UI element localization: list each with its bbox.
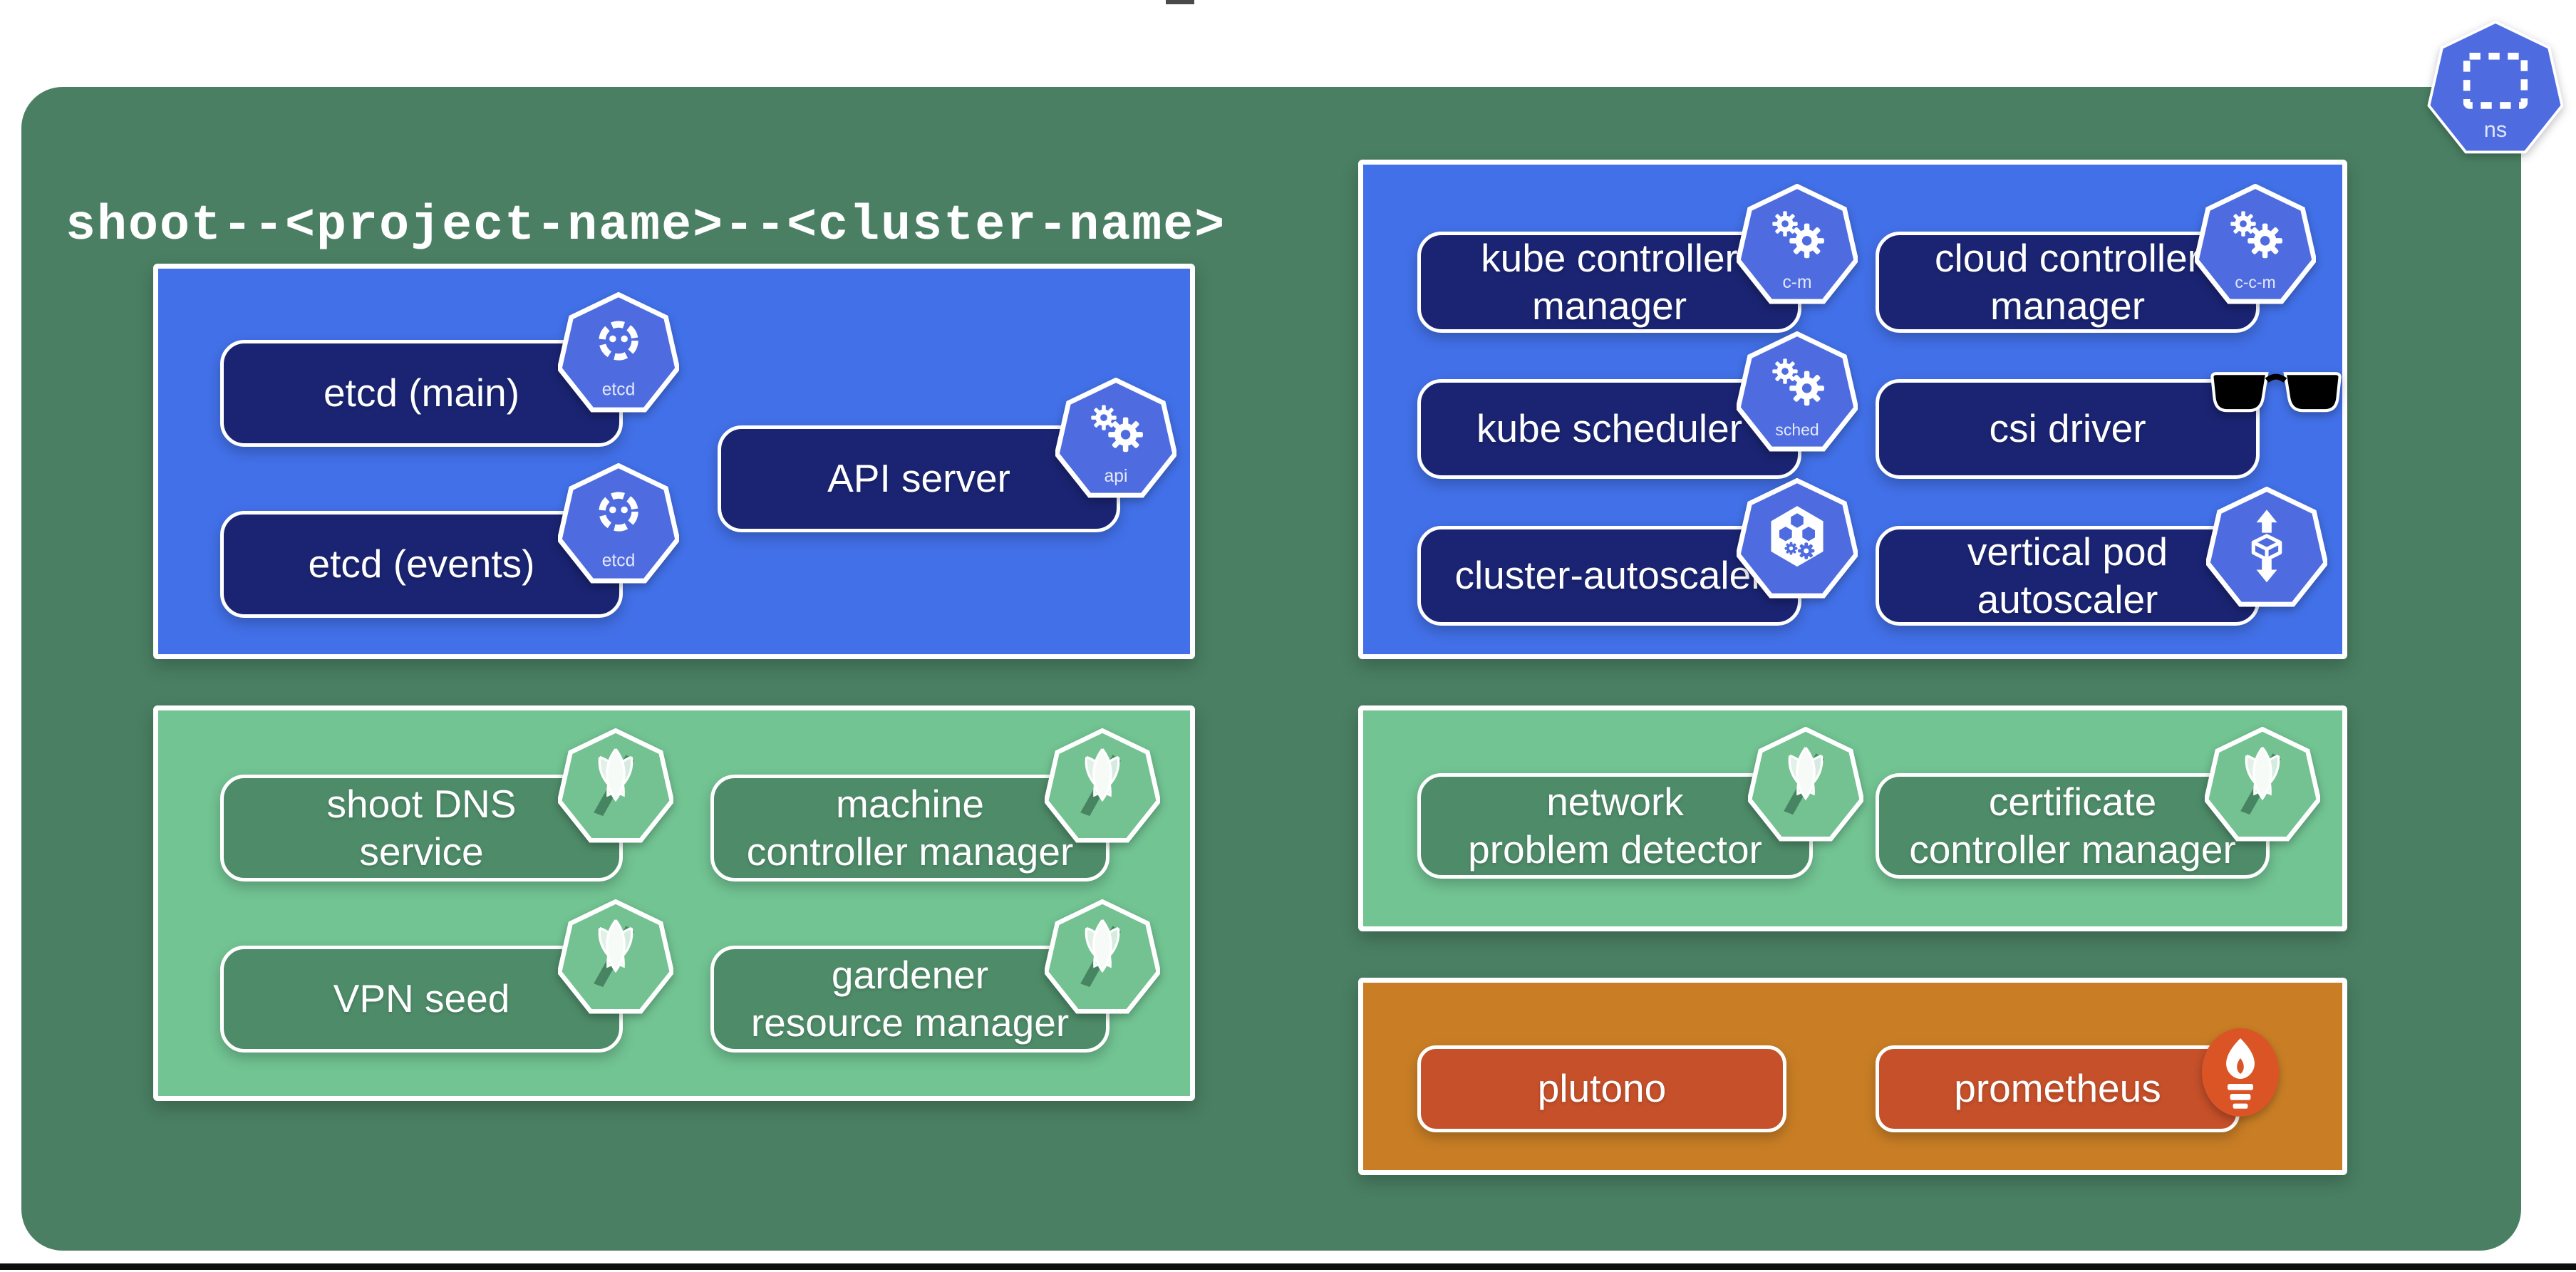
icon-label: etcd xyxy=(602,552,636,571)
component-etcd-main: etcd (main) etcd xyxy=(220,340,623,447)
sunglasses-icon xyxy=(2208,370,2344,418)
component-network-problem-detector: network problem detector xyxy=(1417,773,1813,879)
component-label: VPN seed xyxy=(333,976,510,1021)
gardener-icon xyxy=(1045,899,1160,1015)
etcd-icon: etcd xyxy=(558,292,679,413)
gardener-icon xyxy=(2205,727,2320,842)
namespace-title: shoot--<project-name>--<cluster-name> xyxy=(66,198,1226,254)
panel-monitoring: plutono prometheus xyxy=(1358,978,2347,1175)
component-label: cluster-autoscaler xyxy=(1454,553,1764,598)
component-label: plutono xyxy=(1537,1066,1667,1111)
component-label: machine controller manager xyxy=(746,781,1074,874)
component-certificate-controller-manager: certificate controller manager xyxy=(1876,773,2270,879)
gardener-icon xyxy=(1045,728,1160,844)
gardener-icon xyxy=(1748,727,1863,842)
panel-control-plane: etcd (main) etcd API server api etcd (ev xyxy=(153,264,1195,659)
component-csi-driver: csi driver xyxy=(1876,372,2342,479)
component-label: network problem detector xyxy=(1468,779,1762,872)
panel-gardener-system: shoot DNS service machine controller man… xyxy=(153,705,1195,1101)
cloud-controller-manager-icon: c-c-m xyxy=(2195,184,2316,305)
icon-label: etcd xyxy=(602,381,636,400)
component-vpn-seed: VPN seed xyxy=(220,946,623,1053)
component-etcd-events: etcd (events) etcd xyxy=(220,511,623,618)
component-shoot-dns-service: shoot DNS service xyxy=(220,775,623,881)
component-machine-controller-manager: machine controller manager xyxy=(710,775,1109,881)
panel-kubernetes-components: kube controller manager c-m cloud contro… xyxy=(1358,160,2347,659)
component-label: kube scheduler xyxy=(1476,406,1743,451)
gardener-icon xyxy=(558,728,673,844)
namespace-icon: ns xyxy=(2427,20,2564,154)
icon-label: c-m xyxy=(1782,273,1811,292)
vertical-pod-autoscaler-icon xyxy=(2206,487,2327,608)
component-vertical-pod-autoscaler: vertical pod autoscaler xyxy=(1876,526,2260,626)
prometheus-icon xyxy=(2200,1026,2280,1119)
gardener-icon xyxy=(558,899,673,1015)
screen-bottom-edge xyxy=(0,1263,2576,1270)
component-api-server: API server api xyxy=(718,425,1120,532)
component-cloud-controller-manager: cloud controller manager c-c-m xyxy=(1876,232,2260,333)
etcd-icon: etcd xyxy=(558,463,679,584)
component-gardener-resource-manager: gardener resource manager xyxy=(710,946,1109,1053)
component-label: cloud controller manager xyxy=(1935,235,2200,328)
component-label: etcd (events) xyxy=(308,542,535,586)
kube-controller-manager-icon: c-m xyxy=(1737,184,1858,305)
component-label: gardener resource manager xyxy=(750,952,1070,1045)
component-label: etcd (main) xyxy=(323,371,520,415)
component-label: vertical pod autoscaler xyxy=(1967,529,2168,621)
window-edge-artifact xyxy=(1166,0,1194,4)
namespace-badge: ns xyxy=(2427,17,2564,158)
component-kube-controller-manager: kube controller manager c-m xyxy=(1417,232,1801,333)
component-label: csi driver xyxy=(1989,406,2146,451)
icon-label: c-c-m xyxy=(2235,273,2275,291)
icon-label: sched xyxy=(1775,420,1819,439)
component-label: prometheus xyxy=(1954,1066,2161,1111)
component-kube-scheduler: kube scheduler sched xyxy=(1417,379,1801,479)
component-plutono: plutono xyxy=(1417,1045,1786,1132)
component-prometheus: prometheus xyxy=(1876,1028,2279,1132)
panel-shoot-addons: network problem detector certificate con… xyxy=(1358,705,2347,931)
kube-api-icon: api xyxy=(1055,378,1176,499)
component-label: API server xyxy=(827,456,1010,501)
component-cluster-autoscaler: cluster-autoscaler xyxy=(1417,526,1801,626)
component-label: kube controller manager xyxy=(1481,235,1738,328)
component-label: shoot DNS service xyxy=(326,781,517,874)
namespace-icon-label: ns xyxy=(2484,117,2507,142)
component-label: certificate controller manager xyxy=(1909,779,2236,872)
cluster-autoscaler-icon xyxy=(1737,478,1858,599)
kube-scheduler-icon: sched xyxy=(1737,331,1858,453)
icon-label: api xyxy=(1105,467,1128,486)
